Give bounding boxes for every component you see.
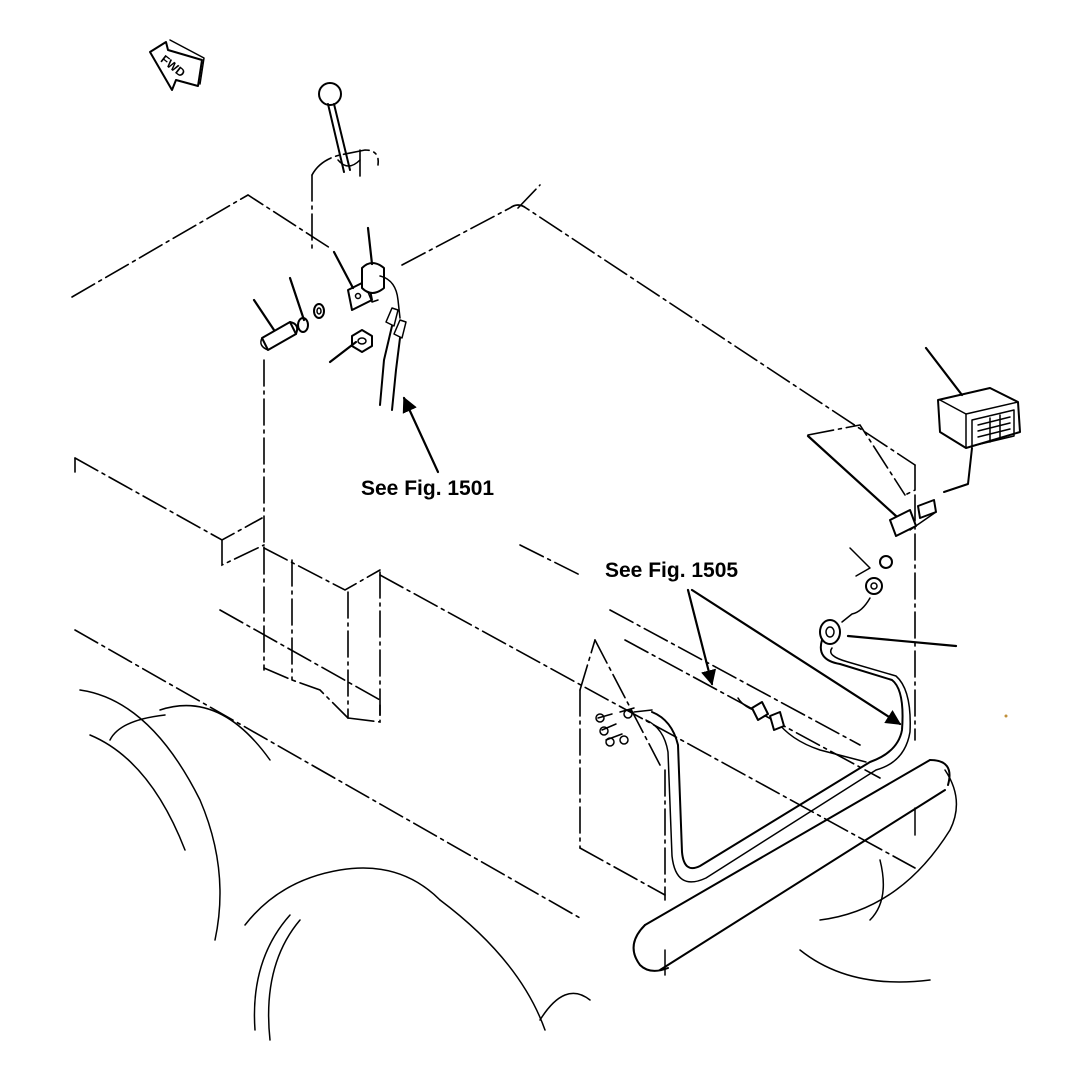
wiring-harness [645, 639, 911, 883]
ref-label-fig-1505: See Fig. 1505 [605, 559, 738, 582]
wire-connectors [379, 307, 407, 411]
harness-connector-cluster [595, 707, 653, 747]
shift-lever [318, 82, 361, 173]
pressure-switch [361, 262, 401, 319]
grommet [819, 619, 958, 648]
control-box [924, 346, 1021, 493]
flat-washer [313, 303, 325, 319]
stray-mark [1004, 714, 1008, 718]
fwd-badge-text: FWD [158, 52, 188, 80]
right-connector-bracket [806, 434, 937, 623]
hardware-leader-lines [252, 226, 374, 364]
cargo-body [379, 184, 916, 869]
lever-tower [263, 149, 381, 723]
hex-nut [351, 329, 373, 353]
fwd-orientation-badge: FWD [149, 39, 205, 91]
harness-center-connectors [751, 701, 785, 731]
reference-arrow-1501 [402, 396, 440, 474]
reference-arrows-1505 [686, 588, 902, 726]
left-cab-body [71, 194, 331, 567]
wheel-fenders [79, 689, 958, 1041]
ref-label-fig-1501: See Fig. 1501 [361, 477, 494, 500]
switch-hardware-cluster [260, 262, 407, 411]
body-side-panel [74, 609, 881, 919]
mounting-bolt [260, 321, 299, 351]
rear-bumper [632, 759, 951, 976]
